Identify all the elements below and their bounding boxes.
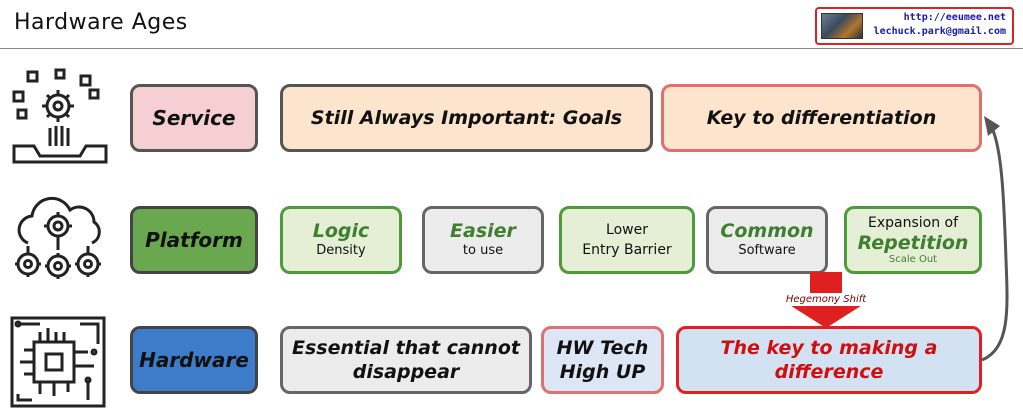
software-text: Software [738,243,796,258]
logic-density-box: Logic Density [280,206,402,274]
entry-barrier-text: Entry Barrier [582,242,672,258]
essential-line1: Essential that cannot [292,337,520,359]
service-label: Service [152,106,236,130]
repetition-text: Repetition [857,231,969,254]
return-curve-arrow [981,116,1009,362]
contact-url[interactable]: http://eeumee.net [903,12,1006,23]
logic-text: Logic [312,220,370,242]
hw-tech-line2: High UP [559,361,646,383]
easier-box: Easier to use [422,206,544,274]
key-line2: difference [774,361,884,383]
key-line1: The key to making a [720,337,938,359]
repetition-box: Expansion of Repetition Scale Out [844,206,982,274]
contact-avatar-icon [821,13,863,39]
circuit-board-chip-icon [10,316,106,408]
platform-label: Platform [145,228,243,252]
expansion-of-text: Expansion of [867,214,959,231]
platform-label-box: Platform [130,206,258,274]
scale-out-text: Scale Out [888,253,938,265]
key-difference-box: The key to making a difference [676,326,982,394]
goals-text: Still Always Important: Goals [310,107,623,129]
service-label-box: Service [130,84,258,152]
easier-text: Easier [450,220,516,242]
hegemony-shift-label: Hegemony Shift [772,293,880,306]
hardware-label: Hardware [139,348,249,372]
hw-tech-box: HW Tech High UP [541,326,664,394]
cloud-gears-icon [15,196,101,279]
hardware-label-box: Hardware [130,326,258,394]
differentiation-box: Key to differentiation [661,84,982,152]
entry-barrier-box: Lower Entry Barrier [559,206,695,274]
to-use-text: to use [462,243,504,258]
essential-box: Essential that cannot disappear [280,326,532,394]
page-title: Hardware Ages [14,10,188,35]
service-hand-gear-icon [12,68,108,164]
density-text: Density [316,243,366,258]
hw-tech-line1: HW Tech [556,337,649,359]
common-software-box: Common Software [706,206,828,274]
title-divider [0,48,1023,49]
goals-box: Still Always Important: Goals [280,84,653,152]
common-text: Common [720,220,814,242]
contact-email[interactable]: lechuck.park@gmail.com [873,26,1006,37]
essential-line2: disappear [352,361,460,383]
contact-card: http://eeumee.net lechuck.park@gmail.com [815,7,1014,45]
differentiation-text: Key to differentiation [706,107,937,129]
lower-text: Lower [606,222,648,238]
